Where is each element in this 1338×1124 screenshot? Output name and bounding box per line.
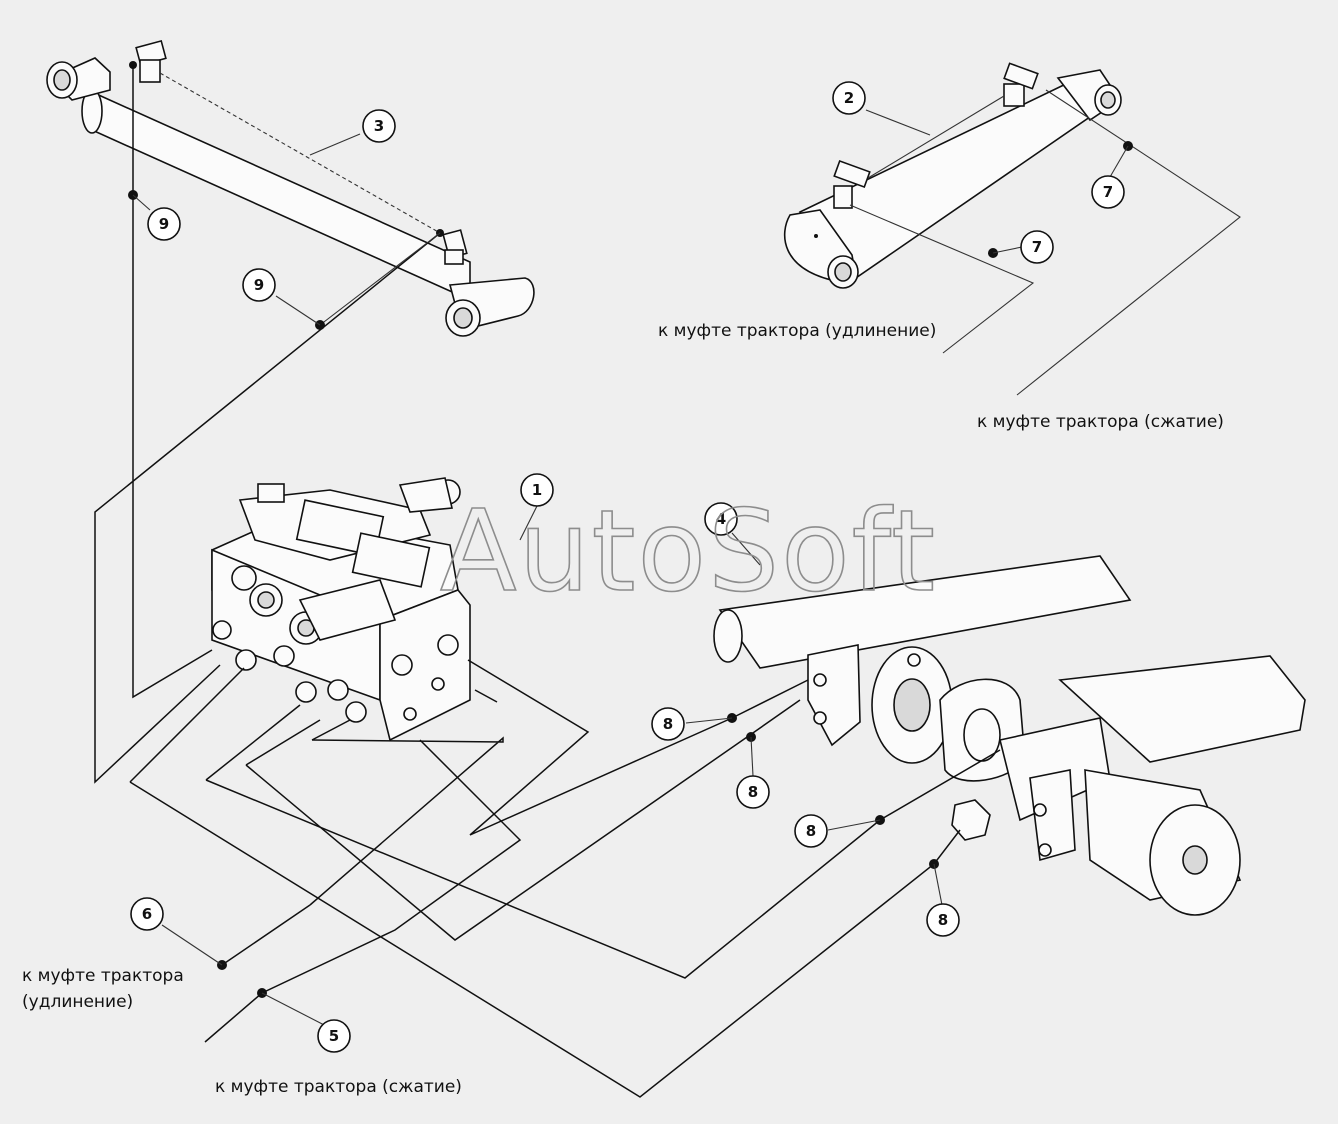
svg-text:7: 7 (1103, 183, 1113, 201)
callout-9-top: 9 (147, 207, 181, 241)
cylinder-left (46, 39, 535, 337)
watermark: AutoSoft (440, 487, 937, 617)
svg-text:8: 8 (806, 822, 816, 840)
callout-9-mid: 9 (242, 268, 276, 302)
caption-right-extension: к муфте трактора (удлинение) (658, 321, 936, 341)
svg-text:8: 8 (663, 715, 673, 733)
callout-3: 3 (362, 109, 396, 143)
caption-left-extension-line1: к муфте трактора (22, 966, 184, 986)
svg-text:2: 2 (844, 89, 854, 107)
callout-8-a: 8 (651, 707, 685, 741)
svg-text:3: 3 (374, 117, 384, 135)
callout-7-mid: 7 (1020, 230, 1054, 264)
svg-text:7: 7 (1032, 238, 1042, 256)
svg-text:4: 4 (716, 510, 726, 528)
svg-text:8: 8 (938, 911, 948, 929)
drive-assembly (713, 555, 1306, 916)
callout-leaders (132, 109, 1129, 1029)
caption-right-compression: к муфте трактора (сжатие) (977, 412, 1224, 432)
hose-lines (94, 65, 1001, 1098)
connector-lines (159, 72, 1241, 396)
callout-8-d: 8 (926, 903, 960, 937)
svg-text:1: 1 (532, 481, 542, 499)
svg-text:5: 5 (329, 1027, 339, 1045)
caption-left-extension-line2: (удлинение) (22, 992, 133, 1012)
callout-6: 6 (130, 897, 164, 931)
callout-2: 2 (832, 81, 866, 115)
callout-5: 5 (317, 1019, 351, 1053)
svg-text:6: 6 (142, 905, 152, 923)
callout-8-c: 8 (794, 814, 828, 848)
svg-text:8: 8 (748, 783, 758, 801)
callouts: 1 2 3 4 5 6 7 7 8 8 8 8 9 9 (130, 81, 1125, 1053)
callout-7-top: 7 (1091, 175, 1125, 209)
svg-text:9: 9 (254, 276, 264, 294)
svg-text:9: 9 (159, 215, 169, 233)
valve-block (211, 477, 471, 742)
callout-8-b: 8 (736, 775, 770, 809)
caption-bottom-compression: к муфте трактора (сжатие) (215, 1077, 462, 1097)
captions: к муфте трактора (удлинение) к муфте тра… (22, 321, 1224, 1097)
callout-1: 1 (520, 473, 554, 507)
callout-4: 4 (704, 502, 738, 536)
cylinder-right (783, 62, 1122, 289)
